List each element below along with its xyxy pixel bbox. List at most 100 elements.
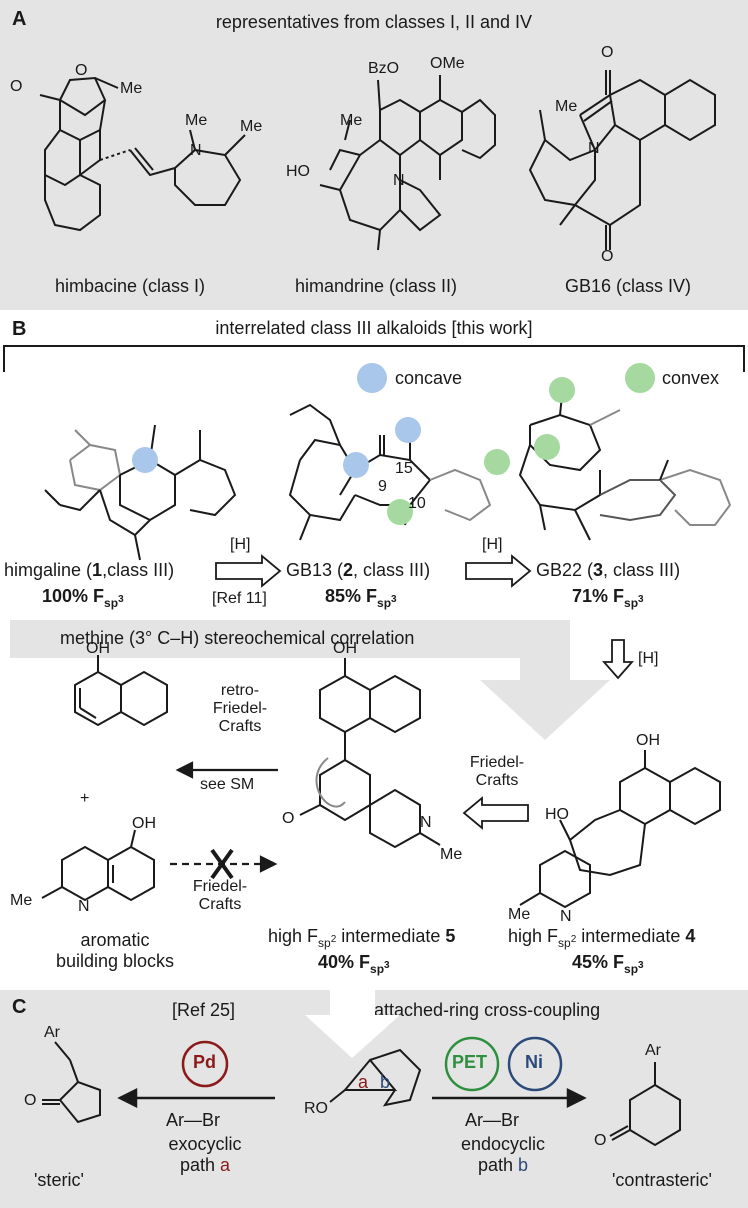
panel-a: A representatives from classes I, II and… xyxy=(0,0,748,310)
correlation-arrow xyxy=(480,620,610,740)
concave-legend-label: concave xyxy=(395,368,463,388)
ni-cycle xyxy=(507,1036,563,1092)
himgaline-fsp3: 100% Fsp3 xyxy=(42,586,124,610)
retro-fc-arrow xyxy=(175,761,278,779)
himandrine-name: himandrine (class II) xyxy=(295,276,458,296)
bond-b-label: b xyxy=(380,1072,391,1092)
exocyclic-arrow xyxy=(117,1087,275,1109)
gb22-fsp3: 71% Fsp3 xyxy=(572,586,644,610)
atom-me: Me xyxy=(240,118,263,135)
plus-sign: + xyxy=(80,790,90,807)
gb16-structure xyxy=(528,70,716,250)
retro-label: retro-Friedel-Crafts xyxy=(212,682,268,735)
pet-label: PET xyxy=(452,1052,488,1072)
himgaline-name: himgaline (1,class III) xyxy=(4,560,175,580)
atom-n: N xyxy=(560,908,572,925)
panel-c-title: attached-ring cross-coupling xyxy=(374,1000,601,1020)
atom-me: Me xyxy=(340,112,363,129)
atom-o: O xyxy=(601,248,614,265)
panel-c-arrow xyxy=(305,990,400,1058)
gb13-fsp3: 85% Fsp3 xyxy=(325,586,397,610)
open-arrow-fc xyxy=(462,796,529,830)
atom-n: N xyxy=(420,814,432,831)
o-label: O xyxy=(594,1132,607,1149)
steric-product-structure xyxy=(42,1041,101,1124)
intermediate-5-fsp3: 40% Fsp3 xyxy=(318,952,390,976)
gb22-name: GB22 (3, class III) xyxy=(536,560,681,580)
pd-cycle xyxy=(181,1040,229,1088)
panel-a-structures xyxy=(39,70,716,251)
himgaline-structure xyxy=(44,424,237,561)
atom-n: N xyxy=(393,172,405,189)
quinolinol-structure xyxy=(41,829,155,902)
correlation-band xyxy=(10,620,570,658)
arrow1-reagent: [H] xyxy=(230,536,251,553)
convex-h-circle xyxy=(387,499,413,525)
atom-n: N xyxy=(190,142,202,159)
atom-o: O xyxy=(10,78,23,95)
pet-cycle xyxy=(444,1036,500,1092)
atom-ome: OMe xyxy=(430,55,465,72)
tetralinol-structure xyxy=(74,655,168,727)
atom-oh: OH xyxy=(636,732,660,749)
concave-legend-circle xyxy=(357,363,387,393)
atom-me: Me xyxy=(10,892,33,909)
curved-arrow xyxy=(315,757,346,808)
arbr-right: Ar—Br xyxy=(465,1110,519,1130)
panel-a-title: representatives from classes I, II and I… xyxy=(215,12,533,32)
correlation-label: methine (3° C–H) stereochemical correlat… xyxy=(60,628,415,648)
gb13-structure xyxy=(288,403,492,541)
himandrine-structure xyxy=(319,75,496,251)
atom-me: Me xyxy=(555,98,578,115)
atom-o: O xyxy=(601,44,614,61)
arbr-left: Ar—Br xyxy=(166,1110,220,1130)
atom-o: O xyxy=(75,62,88,79)
atom-bzo: BzO xyxy=(368,60,400,77)
gb13-name: GB13 (2, class III) xyxy=(286,560,431,580)
gb16-name: GB16 (class IV) xyxy=(565,276,692,296)
atom-oh: OH xyxy=(132,815,156,832)
arrow1-ref: [Ref 11] xyxy=(212,590,267,607)
panel-a-label: A xyxy=(12,8,27,30)
atom-me: Me xyxy=(440,846,463,863)
concave-h-circle xyxy=(395,417,421,443)
concave-h-circle xyxy=(132,447,158,473)
convex-legend-label: convex xyxy=(662,368,720,388)
ni-label: Ni xyxy=(525,1052,543,1072)
atom-me: Me xyxy=(508,906,531,923)
pd-label: Pd xyxy=(193,1052,217,1072)
panel-c-label: C xyxy=(12,996,27,1018)
fc-left-label: Friedel-Crafts xyxy=(192,878,248,913)
himbacine-name: himbacine (class I) xyxy=(55,276,206,296)
panel-c: C [Ref 25] attached-ring cross-coupling xyxy=(0,990,748,1208)
steric-label: 'steric' xyxy=(34,1170,84,1190)
open-arrow-1 xyxy=(215,554,282,588)
blocked-fc-arrow xyxy=(170,848,278,880)
convex-h-circle xyxy=(549,377,575,403)
ro-label: RO xyxy=(304,1100,328,1117)
o-label: O xyxy=(24,1092,37,1109)
atom-oh: OH xyxy=(333,640,357,657)
panel-b-title: interrelated class III alkaloids [this w… xyxy=(215,318,533,338)
ref-25: [Ref 25] xyxy=(172,1000,236,1020)
panel-b-label: B xyxy=(12,318,27,340)
contrasteric-product-structure xyxy=(609,1062,681,1147)
intermediate-5-structure xyxy=(299,658,441,849)
ar-label: Ar xyxy=(44,1024,60,1041)
position-15: 15 xyxy=(395,460,413,477)
open-arrow-2 xyxy=(465,554,532,588)
intermediate-5-name: high Fsp2 intermediate 5 xyxy=(268,926,456,950)
cyclopropanol-structure xyxy=(329,1048,422,1107)
intermediate-4-name: high Fsp2 intermediate 4 xyxy=(508,926,696,950)
atom-ho: HO xyxy=(286,163,310,180)
convex-legend-circle xyxy=(625,363,655,393)
atom-n: N xyxy=(78,898,90,915)
position-9: 9 xyxy=(378,478,387,495)
bracket xyxy=(3,345,745,372)
panel-b: B interrelated class III alkaloids [this… xyxy=(0,310,748,990)
arrow2-reagent: [H] xyxy=(482,536,503,553)
see-sm: see SM xyxy=(200,776,255,793)
open-arrow-down xyxy=(602,639,634,680)
